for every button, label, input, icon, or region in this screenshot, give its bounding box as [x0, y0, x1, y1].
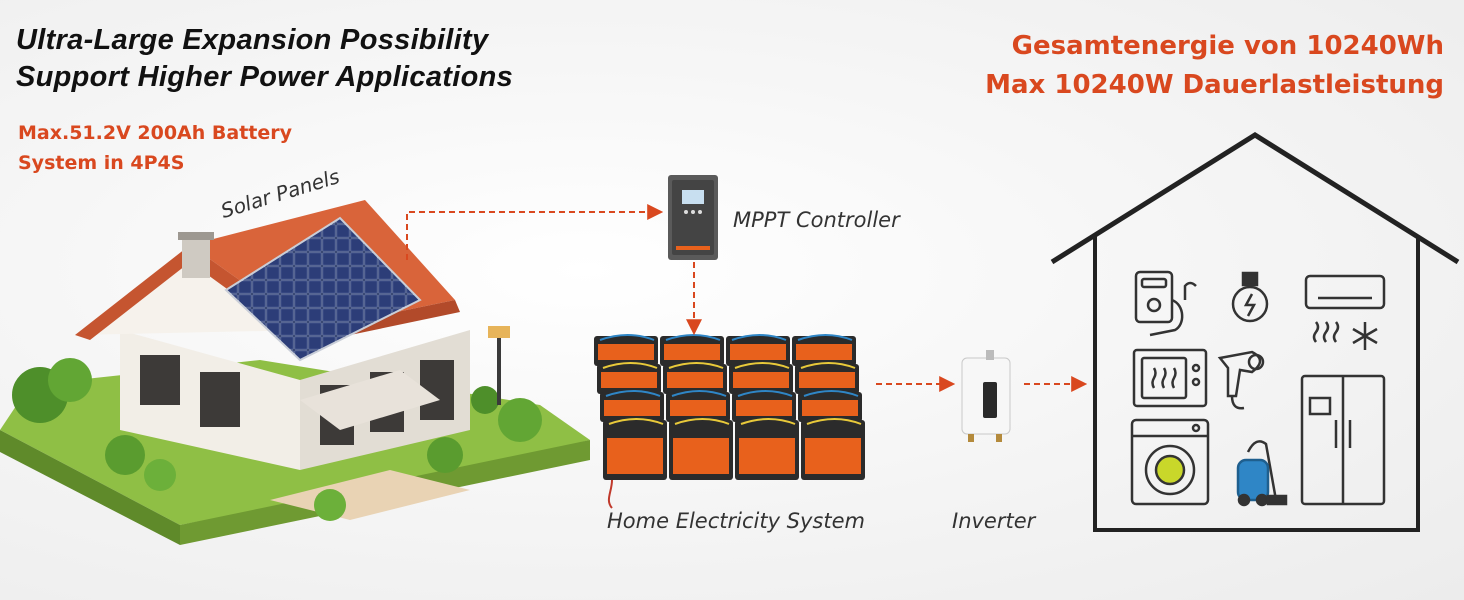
battery-spec-line-1: Max.51.2V 200Ah Battery	[18, 122, 293, 144]
energy-spec: Gesamtenergie von 10240Wh Max 10240W Dau…	[985, 27, 1444, 105]
battery-bank	[594, 334, 865, 480]
washing-machine-icon	[1130, 418, 1210, 506]
arrow-solar-to-controller	[406, 204, 664, 260]
flow-arrows	[406, 204, 1088, 509]
battery-label-sticker	[601, 372, 657, 388]
battery-cable	[599, 334, 655, 341]
battery-cable	[734, 362, 790, 369]
battery-label-sticker	[799, 372, 855, 388]
headline: Ultra-Large Expansion Possibility Suppor…	[16, 22, 513, 96]
battery-cable	[608, 418, 664, 425]
battery-label-sticker	[739, 438, 795, 474]
battery-label-sticker	[664, 344, 720, 360]
lightbulb-icon	[1231, 271, 1269, 323]
battery-cable	[605, 390, 661, 397]
battery-cable	[731, 334, 787, 341]
mppt-controller-device	[668, 175, 718, 260]
battery-label-sticker	[670, 400, 726, 416]
battery-label-sticker	[667, 372, 723, 388]
battery-cable	[602, 362, 658, 369]
battery-lead	[607, 479, 613, 509]
refrigerator-icon	[1300, 374, 1386, 506]
battery-label-sticker	[607, 438, 663, 474]
battery-label-sticker	[736, 400, 792, 416]
headline-line-2: Support Higher Power Applications	[16, 61, 514, 93]
battery-cable	[803, 390, 859, 397]
home-outline	[1050, 132, 1460, 532]
water-heater-icon	[1134, 270, 1197, 337]
battery-label-sticker	[802, 400, 858, 416]
battery-cable	[737, 390, 793, 397]
vacuum-cleaner-icon	[1236, 440, 1288, 507]
battery-cable	[671, 390, 727, 397]
solar-house-illustration	[0, 200, 590, 545]
battery-cable	[800, 362, 856, 369]
hair-dryer-icon	[1217, 350, 1265, 410]
air-conditioner-icon	[1304, 274, 1386, 350]
battery-cable	[740, 418, 796, 425]
battery-label-sticker	[733, 372, 789, 388]
battery-label-sticker	[730, 344, 786, 360]
battery-label-sticker	[604, 400, 660, 416]
mppt-controller-label: MPPT Controller	[733, 208, 900, 232]
battery-cable	[806, 418, 862, 425]
inverter-label: Inverter	[952, 509, 1036, 533]
battery-cable	[674, 418, 730, 425]
battery-cable	[668, 362, 724, 369]
battery-spec-line-2: System in 4P4S	[18, 152, 185, 174]
battery-label-sticker	[805, 438, 861, 474]
battery-label-sticker	[796, 344, 852, 360]
battery-cable	[797, 334, 853, 341]
headline-line-1: Ultra-Large Expansion Possibility	[16, 24, 489, 56]
battery-label-sticker	[673, 438, 729, 474]
energy-spec-line-1: Gesamtenergie von 10240Wh	[1011, 31, 1444, 61]
battery-label-sticker	[598, 344, 654, 360]
inverter-device	[961, 350, 1011, 442]
energy-spec-line-2: Max 10240W Dauerlastleistung	[985, 70, 1444, 100]
battery-spec: Max.51.2V 200Ah Battery System in 4P4S	[18, 118, 292, 178]
microwave-icon	[1132, 348, 1208, 408]
home-electricity-label: Home Electricity System	[607, 509, 865, 533]
